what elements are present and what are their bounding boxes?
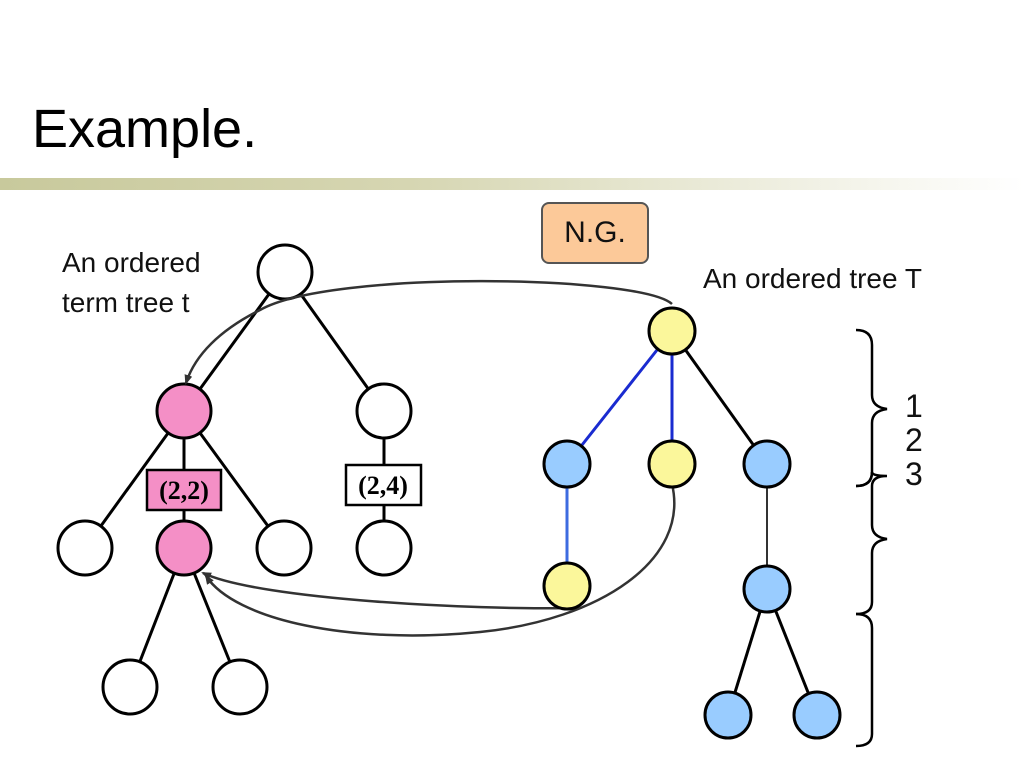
ordered-tree-label: An ordered tree T [703, 263, 922, 294]
mapping-arrows [184, 279, 676, 637]
level-number-1: 1 [905, 388, 923, 424]
ordered-tree-vertex [542, 439, 592, 489]
term-tree-leaf-vertex [101, 658, 159, 716]
term-tree-leaf-vertex [255, 519, 313, 577]
term-tree-edges [83, 271, 386, 688]
term-tree-pink-vertex [155, 382, 213, 440]
level-number-2: 2 [905, 422, 923, 458]
variable-box-2-2: (2,2) [145, 468, 223, 512]
mapping-arrow-middle [204, 483, 676, 637]
ordered-tree-vertex [792, 690, 842, 740]
edge [670, 330, 769, 465]
ordered-tree-root-vertex [647, 306, 697, 356]
matched-edge [565, 330, 674, 465]
term-tree-leaf-vertex [56, 519, 114, 577]
ordered-tree-vertex [742, 564, 792, 614]
term-tree-root-vertex [256, 243, 314, 301]
level-brace-lower [855, 612, 874, 748]
variable-box-2-4: (2,4) [344, 463, 423, 507]
ordered-tree-vertex [542, 561, 592, 611]
variable-label-2-4: (2,4) [358, 471, 408, 500]
ordered-tree-vertex [703, 690, 753, 740]
term-tree-leaf-vertex [211, 658, 269, 716]
mapping-arrow-root [184, 279, 673, 385]
title-underline [0, 178, 1024, 190]
variable-box-2-2-rect [145, 468, 223, 512]
ordered-tree-vertex [647, 439, 697, 489]
term-tree-right-vertex [355, 382, 413, 440]
level-brace-middle [855, 471, 888, 616]
level-brace-upper [855, 328, 888, 488]
term-tree-pink-vertex-2 [155, 519, 213, 577]
ordered-tree-edges [565, 330, 819, 716]
mapping-arrow-lower [201, 571, 568, 610]
ng-badge: N.G. [541, 202, 649, 264]
ordered-tree-vertices [542, 306, 842, 740]
level-number-3: 3 [905, 456, 923, 492]
edge-root-to-pink [182, 271, 287, 412]
variable-label-2-2: (2,2) [159, 476, 209, 505]
term-tree-label-line2: term tree t [62, 287, 190, 318]
variable-box-2-4-rect [344, 463, 423, 507]
ordered-tree-vertex [742, 439, 792, 489]
level-braces [855, 328, 888, 748]
term-tree-vertices [56, 243, 413, 716]
slide-title: Example. [32, 99, 258, 159]
term-tree-label-line1: An ordered [62, 247, 201, 278]
term-tree-leaf-vertex [355, 519, 413, 577]
